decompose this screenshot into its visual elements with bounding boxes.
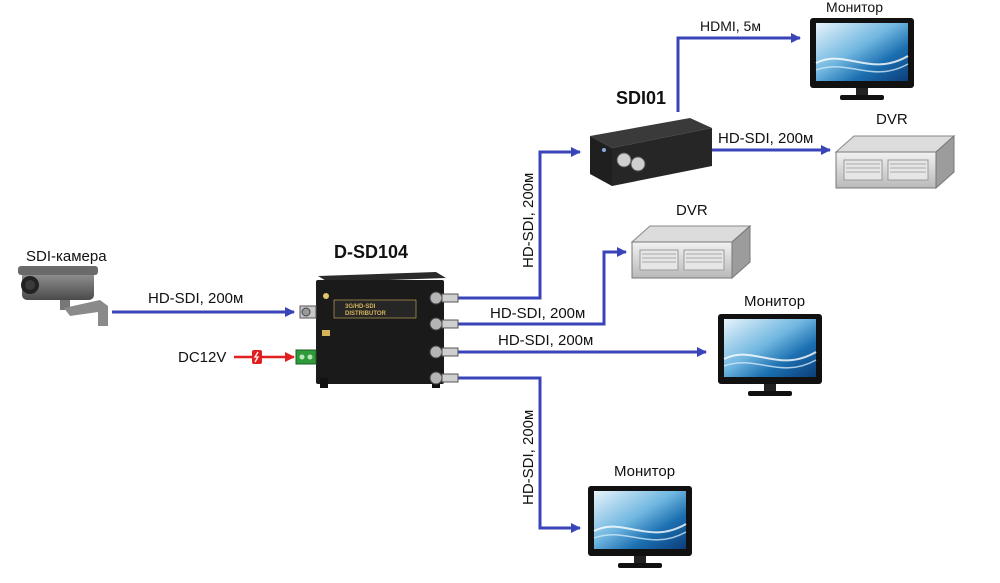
label-monitor-bottom-link: HD-SDI, 200м bbox=[520, 410, 537, 505]
label-monitor-mid-link: HD-SDI, 200м bbox=[498, 332, 593, 349]
distributor-label: D-SD104 bbox=[334, 242, 408, 262]
distributor-panel-line1: 3G/HD-SDI bbox=[345, 304, 376, 310]
monitor-bottom: Монитор bbox=[587, 463, 693, 569]
label-camera-link: HD-SDI, 200м bbox=[148, 290, 243, 307]
monitor-top-label: Монитор bbox=[826, 0, 883, 15]
dvr-top-label: DVR bbox=[876, 111, 908, 128]
power-terminal bbox=[295, 349, 317, 365]
dvr-mid: DVR bbox=[631, 202, 751, 279]
distributor-panel-line2: DISTRIBUTOR bbox=[345, 311, 387, 317]
dvr-mid-label: DVR bbox=[676, 202, 708, 219]
dvr-icon bbox=[631, 225, 751, 279]
monitor-icon bbox=[809, 17, 915, 101]
link-distributor-to-monitor-bottom bbox=[458, 376, 581, 533]
label-hdmi-link: HDMI, 5м bbox=[700, 18, 761, 34]
camera-label: SDI-камера bbox=[26, 248, 107, 265]
label-converter-link: HD-SDI, 200м bbox=[520, 173, 537, 268]
sdi-camera: SDI-камера bbox=[18, 248, 108, 326]
converter-label: SDI01 bbox=[616, 88, 666, 108]
monitor-icon bbox=[717, 313, 823, 397]
label-power: DC12V bbox=[178, 349, 226, 366]
link-distributor-to-converter bbox=[458, 147, 581, 300]
bnc-input-connector bbox=[299, 305, 317, 319]
monitor-top: Монитор bbox=[809, 0, 915, 101]
dvr-top: DVR bbox=[835, 111, 955, 189]
link-converter-to-monitor-top bbox=[676, 33, 801, 112]
link-distributor-to-dvr-mid bbox=[458, 247, 627, 326]
camera-icon bbox=[18, 266, 108, 326]
monitor-mid-label: Монитор bbox=[744, 293, 805, 310]
distributor-device: D-SD104 3G/HD-SDI DISTRIBUTOR bbox=[295, 242, 459, 388]
connections bbox=[112, 33, 831, 533]
label-dvr-top-link: HD-SDI, 200м bbox=[718, 130, 813, 147]
bnc-output-connectors bbox=[429, 291, 459, 385]
monitor-bottom-label: Монитор bbox=[614, 463, 675, 480]
power-bolt-icon bbox=[252, 350, 262, 364]
dvr-icon bbox=[835, 135, 955, 189]
label-dvr-mid-link: HD-SDI, 200м bbox=[490, 305, 585, 322]
converter-device: SDI01 bbox=[590, 88, 712, 186]
monitor-icon bbox=[587, 485, 693, 569]
monitor-mid: Монитор bbox=[717, 293, 823, 397]
